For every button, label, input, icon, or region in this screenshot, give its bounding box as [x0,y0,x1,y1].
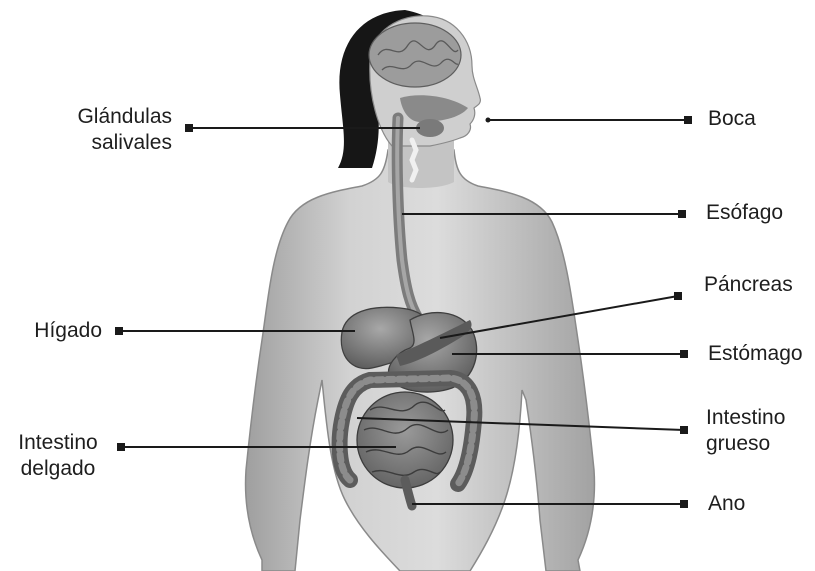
marker-glandulas [185,124,193,132]
label-intestino-delgado-line1: Intestino [6,430,110,456]
marker-intestino-delgado [117,443,125,451]
marker-higado [115,327,123,335]
label-intestino-grueso: Intestino grueso [706,405,785,457]
label-boca: Boca [708,106,756,132]
leader-line-pancreas [440,296,678,338]
marker-esofago [678,210,686,218]
marker-boca-organ [486,118,491,123]
marker-intestino-grueso [680,426,688,434]
label-glandulas-line1: Glándulas [40,104,172,130]
label-intestino-delgado: Intestino delgado [6,430,110,482]
label-intestino-delgado-line2: delgado [6,456,110,482]
label-ano: Ano [708,491,745,517]
label-glandulas-salivales: Glándulas salivales [40,104,172,156]
leader-line-intestino-grueso [357,418,684,430]
marker-boca [684,116,692,124]
marker-ano [680,500,688,508]
label-esofago: Esófago [706,200,783,226]
label-estomago: Estómago [708,341,803,367]
label-glandulas-line2: salivales [40,130,172,156]
marker-pancreas [674,292,682,300]
label-pancreas: Páncreas [704,272,793,298]
marker-estomago [680,350,688,358]
label-intestino-grueso-line1: Intestino [706,405,785,431]
label-intestino-grueso-line2: grueso [706,431,785,457]
label-higado: Hígado [10,318,102,344]
